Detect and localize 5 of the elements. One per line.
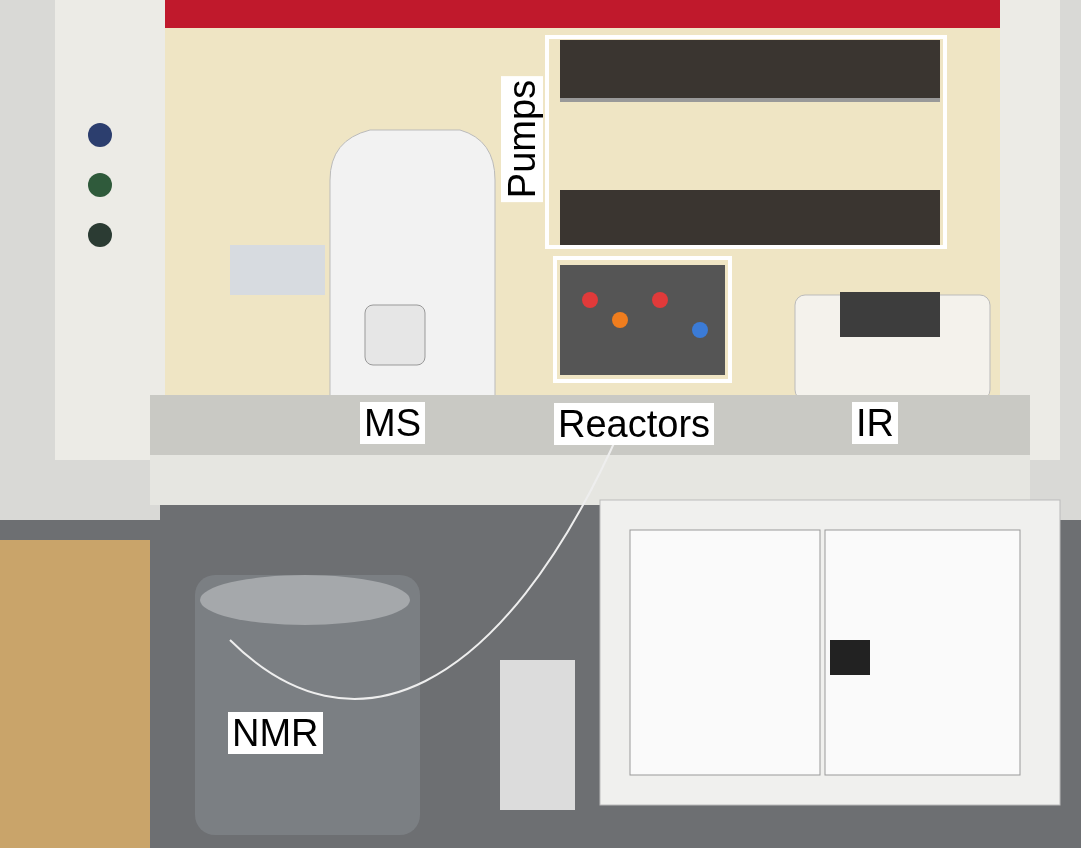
instrument-label: IR xyxy=(852,402,898,444)
region-label: Pumps xyxy=(501,75,543,203)
instrument-label: MS xyxy=(360,402,425,444)
instrument-label: NMR xyxy=(228,712,323,754)
region-label: Reactors xyxy=(554,403,715,445)
